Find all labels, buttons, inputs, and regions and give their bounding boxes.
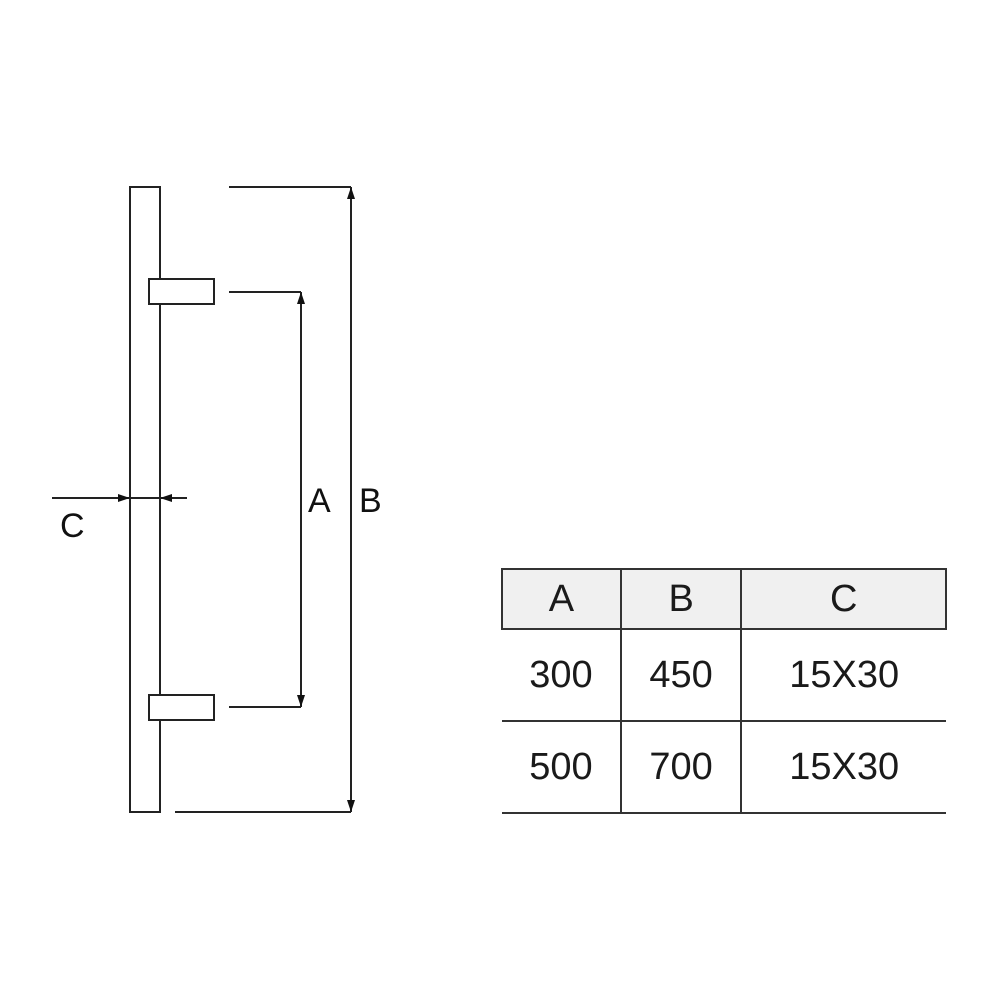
table-row: 500 700 15X30	[502, 721, 946, 814]
bottom-standoff	[148, 694, 215, 721]
dimensions-table: A B C 300 450 15X30 500 700 15X30	[501, 568, 947, 814]
top-standoff	[148, 278, 215, 305]
table-header-row: A B C	[501, 568, 947, 630]
cell-b: 700	[619, 721, 742, 814]
cell-c: 15X30	[740, 721, 946, 814]
header-a: A	[501, 568, 622, 630]
header-c: C	[740, 568, 947, 630]
cell-a: 500	[502, 721, 621, 814]
table-row: 300 450 15X30	[502, 629, 946, 722]
label-c: C	[60, 507, 85, 545]
header-b: B	[619, 568, 743, 630]
label-b: B	[359, 482, 382, 520]
label-a: A	[308, 482, 331, 520]
cell-b: 450	[619, 629, 742, 722]
cell-a: 300	[502, 629, 621, 722]
cell-c: 15X30	[740, 629, 946, 722]
